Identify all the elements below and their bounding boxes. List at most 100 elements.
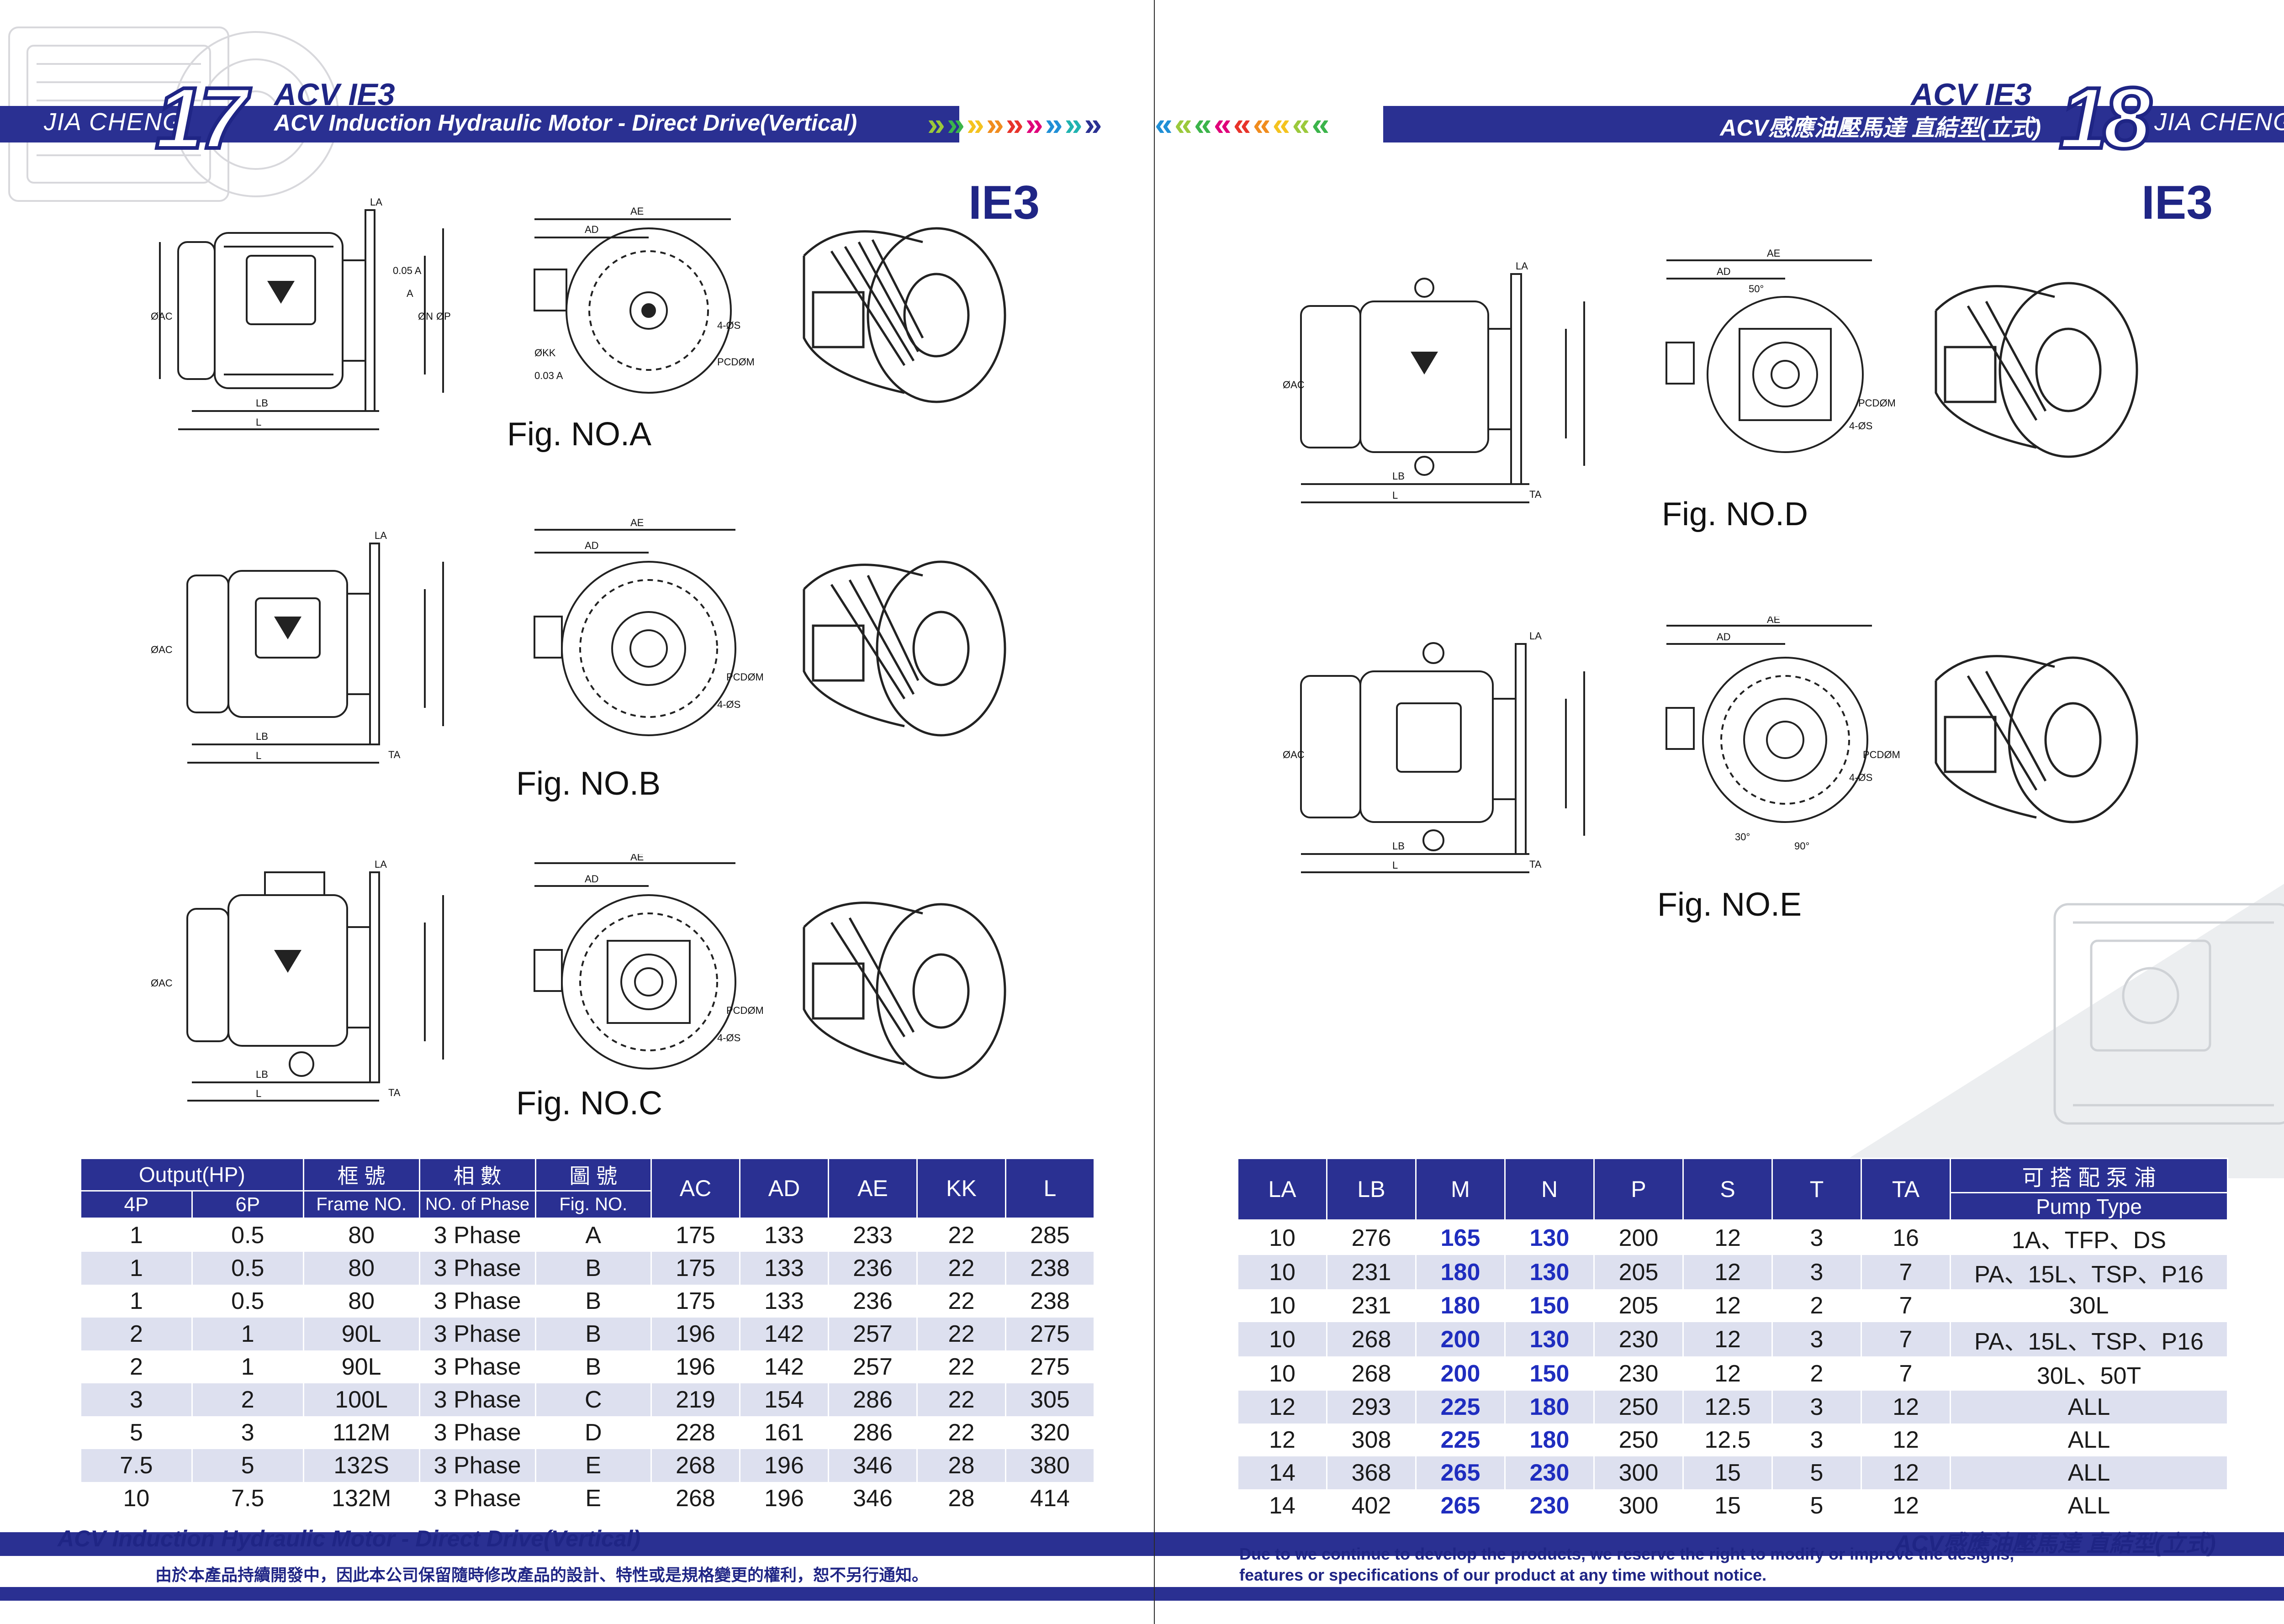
chevron-icon: « — [1194, 106, 1212, 142]
table-cell: 180 — [1504, 1424, 1595, 1456]
table-cell: 142 — [739, 1350, 830, 1383]
table-cell: PA、15L、TSP、P16 — [1950, 1255, 2228, 1289]
table-cell: ALL — [1950, 1424, 2228, 1456]
table-cell: 5 — [1771, 1489, 1862, 1522]
table-cell: 5 — [191, 1449, 304, 1482]
label-lb: LB — [1392, 470, 1405, 482]
table-cell: 12 — [1861, 1456, 1951, 1489]
table-cell: 0.5 — [191, 1218, 304, 1252]
label-p: ØP — [436, 311, 451, 322]
label-ae: AE — [1767, 617, 1780, 625]
footer-note-line2: features or specifications of our produc… — [1239, 1566, 1767, 1584]
motor-front-view: AE AD PCDØM 4-ØS 30° 90° — [1665, 617, 1900, 852]
table-cell: 12 — [1682, 1220, 1773, 1255]
footer-title: ACV Induction Hydraulic Motor - Direct D… — [58, 1526, 641, 1551]
label-lb: LB — [256, 397, 268, 409]
table-cell: 180 — [1415, 1255, 1506, 1289]
label-l: L — [1392, 859, 1398, 871]
table-cell: 30L、50T — [1950, 1356, 2228, 1391]
table-cell: 3 — [1771, 1255, 1862, 1289]
table-cell: 238 — [1005, 1285, 1095, 1318]
table-cell: 7 — [1861, 1255, 1951, 1289]
table-cell: 5 — [80, 1416, 193, 1449]
motor-front-view: AE AD PCDØM 4-ØS — [534, 517, 763, 736]
table-cell: E — [534, 1482, 652, 1515]
table-cell: 380 — [1005, 1449, 1095, 1482]
table-cell: 10 — [1237, 1322, 1327, 1356]
label-ta: TA — [1529, 859, 1542, 870]
label-l: L — [256, 1088, 261, 1099]
table-cell: 7 — [1861, 1356, 1951, 1391]
label-ae: AE — [1767, 248, 1780, 259]
label-la: LA — [370, 196, 382, 208]
table-cell: 150 — [1504, 1356, 1595, 1391]
header-fig-no: Fig. NO. — [534, 1190, 652, 1219]
table-cell: 219 — [650, 1383, 740, 1416]
table-cell: 305 — [1005, 1383, 1095, 1416]
table-cell: 225 — [1415, 1391, 1506, 1424]
label-s: 4-ØS — [717, 1032, 740, 1044]
label-ad: AD — [1717, 631, 1731, 643]
table-cell: 268 — [1326, 1322, 1417, 1356]
table-cell: 320 — [1005, 1416, 1095, 1449]
motor-side-view: LA LB L TA ØAC — [151, 859, 444, 1102]
label-ta: TA — [1529, 489, 1542, 500]
label-ad: AD — [1717, 266, 1731, 277]
table-cell: 250 — [1593, 1391, 1684, 1424]
table-cell: 180 — [1504, 1391, 1595, 1424]
figure-e-label: Fig. NO.E — [1657, 886, 1802, 923]
chevron-icon: » — [986, 106, 1004, 142]
label-ac: ØAC — [1283, 749, 1305, 760]
chevron-icon: » — [1045, 106, 1063, 142]
table-cell: 2 — [80, 1318, 193, 1350]
table-cell: 15 — [1682, 1456, 1773, 1489]
table-cell: 205 — [1593, 1289, 1684, 1322]
table-cell: 200 — [1415, 1322, 1506, 1356]
figure-a-label: Fig. NO.A — [507, 416, 652, 453]
table-cell: 12 — [1682, 1356, 1773, 1391]
watermark-motor-outline — [1817, 884, 2284, 1178]
table-cell: B — [534, 1318, 652, 1350]
table-cell: 10 — [1237, 1356, 1327, 1391]
header-l: L — [1005, 1158, 1095, 1219]
chevron-strip: » » » » » » » » » — [927, 108, 1102, 141]
chevron-icon: » — [1084, 106, 1102, 142]
table-cell: 22 — [916, 1318, 1006, 1350]
table-cell: 165 — [1415, 1220, 1506, 1255]
page-number: 17 — [153, 68, 249, 169]
header-band — [0, 106, 959, 142]
chevron-icon: » — [927, 106, 945, 142]
table-cell: 1 — [191, 1318, 304, 1350]
table-cell: 3 — [80, 1383, 193, 1416]
label-ae: AE — [630, 517, 644, 528]
ie3-badge: IE3 — [2141, 176, 2213, 229]
label-s: 4-ØS — [717, 320, 740, 331]
figure-c-label: Fig. NO.C — [516, 1085, 663, 1122]
table-cell: PA、15L、TSP、P16 — [1950, 1322, 2228, 1356]
table-cell: 14 — [1237, 1456, 1327, 1489]
table-cell: 250 — [1593, 1424, 1684, 1456]
table-cell: 10 — [80, 1482, 193, 1515]
label-l: L — [1392, 490, 1398, 501]
table-cell: 346 — [828, 1482, 918, 1515]
motor-front-view: AE AD 4-ØS PCDØM ØKK 0.03 A — [534, 206, 755, 394]
table-cell: 12 — [1861, 1391, 1951, 1424]
table-cell: 3 Phase — [418, 1252, 536, 1285]
label-s: 4-ØS — [1849, 420, 1872, 432]
header-m: M — [1415, 1158, 1506, 1221]
label-lb: LB — [1392, 840, 1405, 852]
page-18: « « « « « « « « « ACV IE3 ACV感應油壓馬達 直結型(… — [1155, 0, 2284, 1624]
label-la: LA — [375, 530, 387, 541]
table-cell: 402 — [1326, 1489, 1417, 1522]
table-cell: 2 — [80, 1350, 193, 1383]
table-cell: 90L — [302, 1350, 420, 1383]
label-kk: ØKK — [534, 347, 556, 359]
header-kk: KK — [916, 1158, 1006, 1219]
header-phase: 相 數 — [418, 1158, 536, 1192]
